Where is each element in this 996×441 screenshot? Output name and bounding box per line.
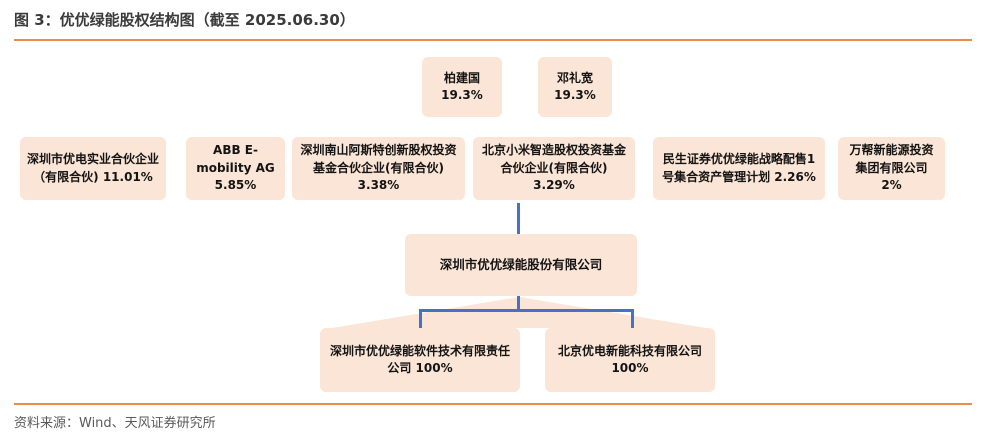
node-shareholder-deng-likuan: 邓礼宽 19.3% <box>538 57 612 117</box>
node-shareholder-abb-emobility: ABB E-mobility AG 5.85% <box>186 137 285 200</box>
data-source-note: 资料来源：Wind、天风证券研究所 <box>14 416 216 431</box>
node-shareholder-bai-jianguo: 柏建国 19.3% <box>422 57 502 117</box>
node-shareholder-minsheng-plan: 民生证券优优绿能战略配售1号集合资产管理计划 2.26% <box>653 137 825 200</box>
node-subsidiary-software: 深圳市优优绿能软件技术有限责任公司 100% <box>320 328 520 392</box>
fan-shape-right <box>519 297 706 328</box>
node-shareholder-wanbang: 万帮新能源投资集团有限公司 2% <box>838 137 945 200</box>
connector-right-stub <box>631 309 634 328</box>
node-parent-company: 深圳市优优绿能股份有限公司 <box>405 234 637 296</box>
node-subsidiary-beijing-youdian: 北京优电新能科技有限公司 100% <box>545 328 715 392</box>
connector-mid-vertical <box>517 296 520 311</box>
top-divider <box>14 39 972 41</box>
connector-horizontal <box>419 309 634 312</box>
connector-left-stub <box>419 309 422 328</box>
node-shareholder-nanshan-asite-fund: 深圳南山阿斯特创新股权投资基金合伙企业(有限合伙) 3.38% <box>292 137 465 200</box>
connector-top-vertical <box>517 203 520 234</box>
figure-title: 图 3：优优绿能股权结构图（截至 2025.06.30） <box>14 11 355 29</box>
fan-shape-left <box>332 297 519 328</box>
node-shareholder-xiaomi-fund: 北京小米智造股权投资基金合伙企业(有限合伙) 3.29% <box>473 137 635 200</box>
node-shareholder-youdian-partnership: 深圳市优电实业合伙企业（有限合伙) 11.01% <box>20 137 166 200</box>
bottom-divider <box>14 403 972 405</box>
